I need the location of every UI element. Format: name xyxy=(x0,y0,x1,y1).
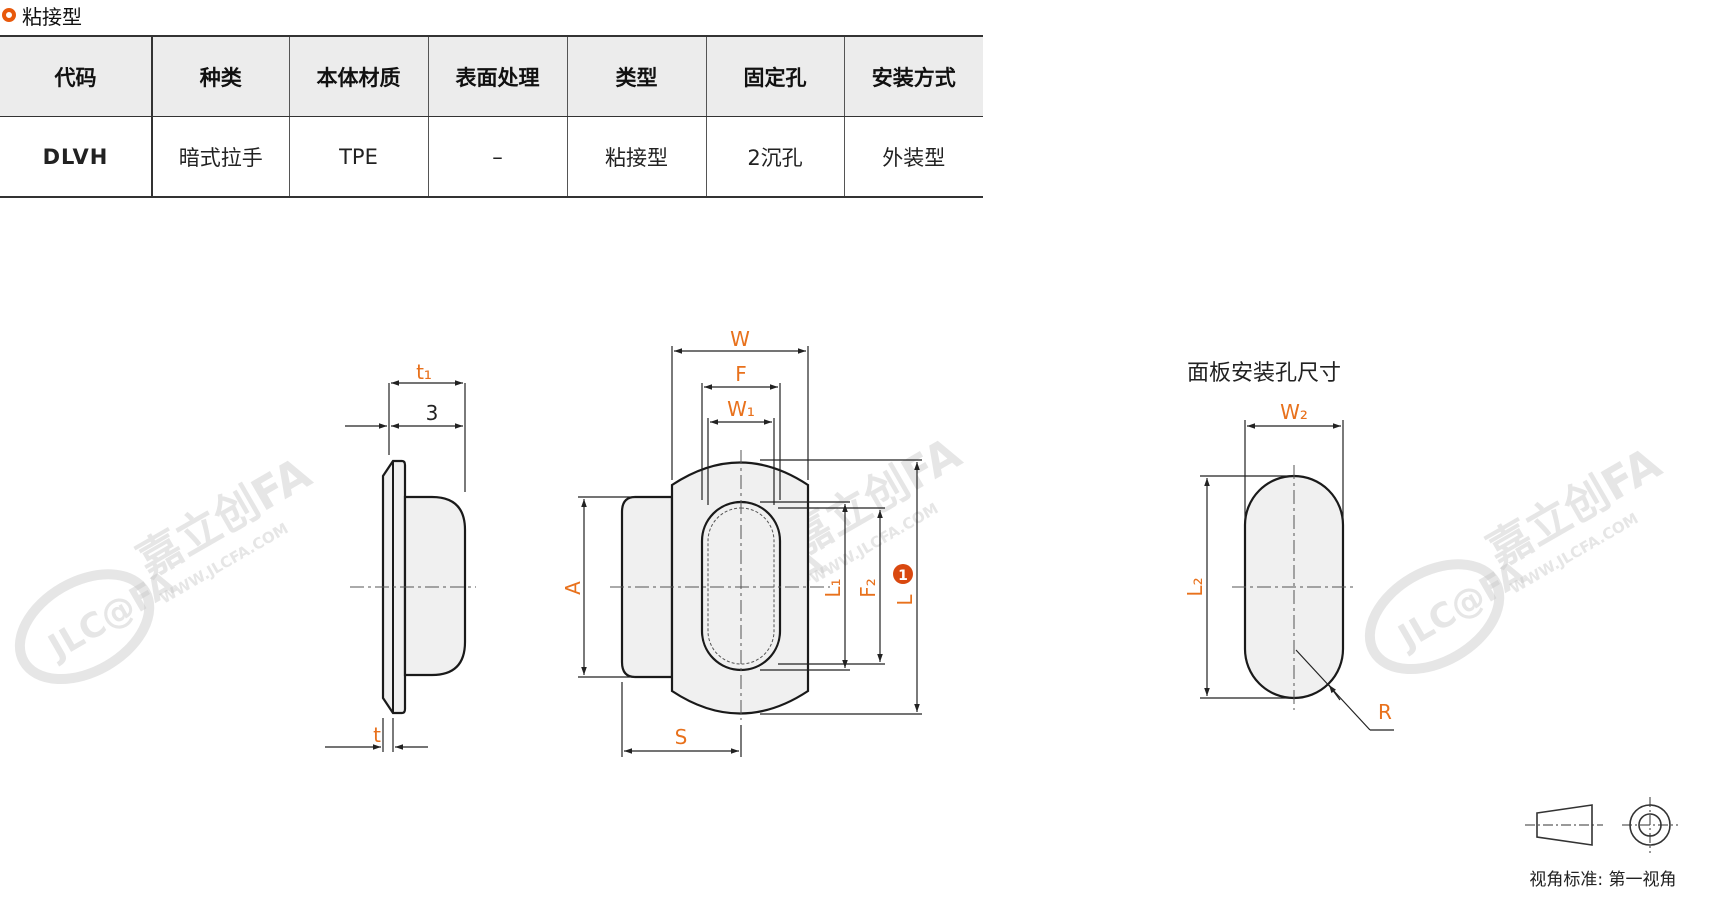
dim-A: A xyxy=(561,581,585,595)
dim-t: t xyxy=(373,723,381,747)
note-marker-number: 1 xyxy=(898,568,908,584)
dim-3: 3 xyxy=(426,401,439,425)
front-dimensions xyxy=(578,346,922,757)
cell-mounting: 外装型 xyxy=(843,116,983,198)
header-code: 代码 xyxy=(0,35,152,117)
dim-S: S xyxy=(675,725,688,749)
dim-F: F xyxy=(735,362,747,386)
table-header-row: 代码 种类 本体材质 表面处理 类型 固定孔 安装方式 xyxy=(0,35,983,117)
dim-L: L xyxy=(893,594,917,606)
cell-material: TPE xyxy=(288,116,428,198)
dim-L1: L₁ xyxy=(821,578,845,597)
cell-surface: – xyxy=(427,116,567,198)
header-material: 本体材质 xyxy=(288,35,428,117)
note-marker-badge xyxy=(893,564,913,584)
panel-dimensions xyxy=(1200,420,1394,731)
dim-W1: W₁ xyxy=(727,397,755,421)
dim-R: R xyxy=(1378,700,1392,724)
dim-L2: L₂ xyxy=(1183,577,1207,596)
section-title: 粘接型 xyxy=(22,4,82,29)
cell-code[interactable]: DLVH xyxy=(0,116,152,198)
header-surface: 表面处理 xyxy=(427,35,567,117)
dim-t1: t₁ xyxy=(416,360,432,384)
header-fixing-hole: 固定孔 xyxy=(705,35,844,117)
projection-note: 视角标准: 第一视角 xyxy=(1529,870,1676,890)
header-kind: 种类 xyxy=(151,35,289,117)
cell-type: 粘接型 xyxy=(566,116,706,198)
side-dimensions xyxy=(325,380,466,752)
section-header: 粘接型 xyxy=(0,0,82,30)
table-row: DLVH 暗式拉手 TPE – 粘接型 2沉孔 外装型 xyxy=(0,116,983,198)
cell-kind: 暗式拉手 xyxy=(151,116,289,198)
dim-F2: F₂ xyxy=(856,578,880,598)
dim-W: W xyxy=(730,327,750,351)
projection-symbol-icon xyxy=(1525,797,1678,853)
header-type: 类型 xyxy=(566,35,706,117)
dim-W2: W₂ xyxy=(1280,400,1308,424)
watermark-left: JLC@FA 嘉立创FA WWW.JLCFA.COM xyxy=(14,448,320,685)
front-view xyxy=(620,461,810,715)
watermark-right: JLC@FA 嘉立创FA WWW.JLCFA.COM xyxy=(1364,438,1670,675)
circle-bullet-icon xyxy=(2,8,16,22)
cell-fixing-hole: 2沉孔 xyxy=(705,116,844,198)
panel-caption: 面板安装孔尺寸 xyxy=(1187,361,1341,386)
panel-centerlines xyxy=(1232,465,1355,710)
spec-table: 代码 种类 本体材质 表面处理 类型 固定孔 安装方式 DLVH 暗式拉手 TP… xyxy=(0,35,983,198)
front-centerlines xyxy=(610,450,830,720)
header-mounting: 安装方式 xyxy=(843,35,983,117)
side-body xyxy=(403,495,467,677)
